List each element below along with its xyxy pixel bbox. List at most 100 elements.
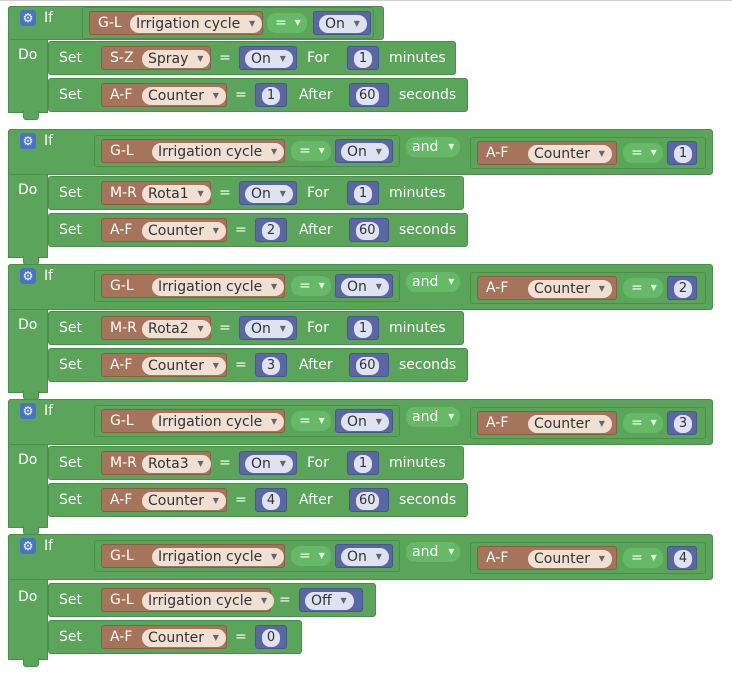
logic-operator-dropdown[interactable]: and▼ (406, 272, 461, 292)
device-dropdown[interactable]: Rota3▼ (142, 455, 211, 473)
device-dropdown[interactable]: Spray▼ (142, 50, 211, 68)
duration-block[interactable]: 60 (349, 353, 389, 377)
device-dropdown[interactable]: Counter▼ (142, 492, 226, 510)
device-dropdown[interactable]: Counter▼ (528, 145, 612, 163)
logic-operator-dropdown[interactable]: and▼ (406, 542, 461, 562)
device-dropdown[interactable]: Rota2▼ (142, 320, 211, 338)
number-block[interactable]: 2 (667, 276, 697, 300)
number-value[interactable]: 3 (262, 357, 280, 375)
device-dropdown[interactable]: Irrigation cycle▼ (152, 548, 285, 566)
state-dropdown[interactable]: On▼ (341, 278, 389, 296)
device-dropdown[interactable]: Irrigation cycle▼ (142, 592, 275, 610)
number-block[interactable]: 1 (667, 141, 697, 165)
number-value[interactable]: 2 (674, 280, 692, 298)
device-dropdown[interactable]: Rota1▼ (142, 185, 211, 203)
state-block[interactable]: On▼ (239, 46, 297, 70)
number-value[interactable]: 0 (262, 629, 280, 647)
state-dropdown[interactable]: On▼ (341, 413, 389, 431)
duration-block[interactable]: 60 (349, 83, 389, 107)
duration-value[interactable]: 1 (354, 320, 372, 338)
operator-dropdown[interactable]: =▼ (291, 141, 331, 161)
number-block[interactable]: 4 (255, 488, 287, 512)
state-block[interactable]: On▼ (335, 544, 393, 568)
number-block[interactable]: 2 (255, 218, 287, 242)
operator-dropdown[interactable]: =▼ (291, 276, 331, 296)
state-dropdown[interactable]: On▼ (245, 320, 293, 338)
gear-icon[interactable]: ⚙ (20, 403, 36, 419)
number-value[interactable]: 2 (262, 222, 280, 240)
duration-value[interactable]: 1 (354, 185, 372, 203)
gear-icon[interactable]: ⚙ (20, 10, 36, 26)
number-value[interactable]: 4 (262, 492, 280, 510)
operator-dropdown[interactable]: =▼ (623, 548, 663, 568)
state-dropdown[interactable]: On▼ (245, 455, 293, 473)
device-dropdown[interactable]: Counter▼ (528, 550, 612, 568)
device-dropdown[interactable]: Counter▼ (528, 280, 612, 298)
number-value[interactable]: 1 (674, 145, 692, 163)
duration-block[interactable]: 1 (347, 181, 379, 205)
state-block[interactable]: On▼ (239, 316, 297, 340)
operator-dropdown[interactable]: =▼ (623, 143, 663, 163)
duration-value[interactable]: 1 (354, 50, 372, 68)
state-block[interactable]: On▼ (239, 181, 297, 205)
state-block[interactable]: Off▼ (299, 588, 363, 612)
operator-dropdown[interactable]: =▼ (623, 413, 663, 433)
state-block[interactable]: On▼ (335, 139, 393, 163)
gear-icon[interactable]: ⚙ (20, 268, 36, 284)
device-dropdown[interactable]: Irrigation cycle▼ (130, 15, 263, 33)
operator-dropdown[interactable]: =▼ (267, 13, 307, 33)
device-dropdown[interactable]: Counter▼ (142, 87, 226, 105)
duration-block[interactable]: 1 (347, 316, 379, 340)
state-block[interactable]: On▼ (335, 274, 393, 298)
logic-operator-dropdown[interactable]: and▼ (406, 407, 461, 427)
number-block[interactable]: 3 (255, 353, 287, 377)
state-dropdown[interactable]: On▼ (245, 50, 293, 68)
device-dropdown[interactable]: Irrigation cycle▼ (152, 413, 285, 431)
device-dropdown[interactable]: Counter▼ (528, 415, 612, 433)
operator-dropdown[interactable]: =▼ (291, 546, 331, 566)
number-value[interactable]: 1 (262, 87, 280, 105)
duration-value[interactable]: 60 (356, 357, 379, 375)
duration-value[interactable]: 60 (356, 87, 379, 105)
duration-value[interactable]: 60 (356, 492, 379, 510)
duration-value[interactable]: 60 (356, 222, 379, 240)
number-value[interactable]: 3 (674, 415, 692, 433)
number-block[interactable]: 0 (255, 625, 287, 649)
device-dropdown[interactable]: Counter▼ (142, 222, 226, 240)
number-block[interactable]: 4 (667, 546, 697, 570)
duration-block[interactable]: 1 (347, 451, 379, 475)
operator-dropdown[interactable]: =▼ (623, 278, 663, 298)
state-dropdown[interactable]: On▼ (341, 143, 389, 161)
